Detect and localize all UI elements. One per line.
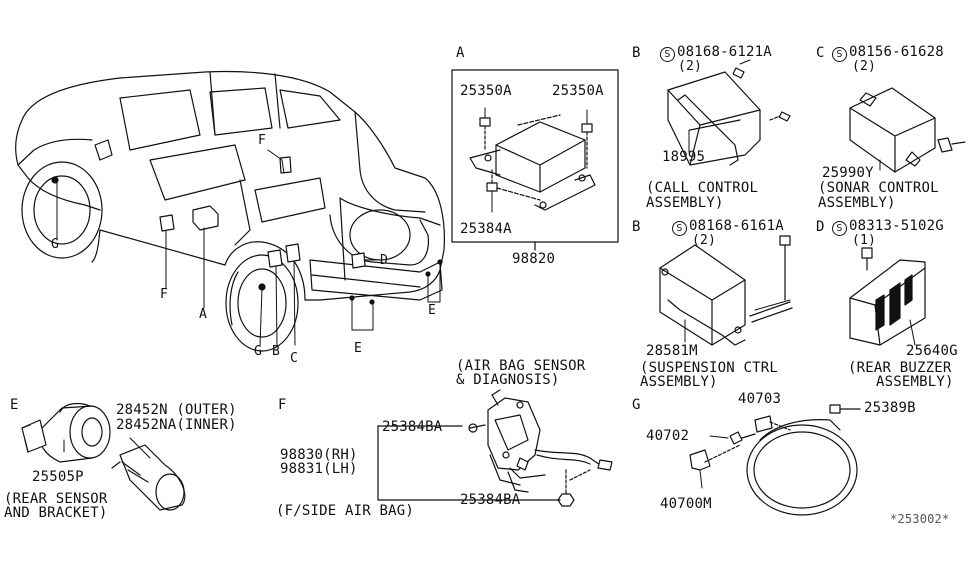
part-98831-lh: 98831(LH) — [280, 461, 358, 477]
rear-bumper — [309, 259, 443, 301]
front-wheel — [21, 161, 103, 259]
side-airbag-caption: (F/SIDE AIR BAG) — [276, 503, 415, 519]
section-a-art — [451, 69, 619, 251]
screw-qty: (2) — [678, 59, 703, 74]
section-g-letter: G — [632, 397, 641, 413]
vehicle-illustration — [15, 70, 445, 352]
part-25990y: 25990Y — [822, 165, 874, 181]
part-28452n: 28452N (OUTER) — [116, 402, 237, 418]
part-25350a-right: 25350A — [552, 83, 604, 99]
screw-symbol: S — [832, 47, 847, 62]
section-a-letter: A — [456, 45, 465, 61]
part-25350a-left: 25350A — [460, 83, 512, 99]
part-40702: 40702 — [646, 428, 690, 444]
callout-e-bottom: E — [354, 341, 363, 356]
front-window — [119, 89, 201, 151]
screw-qty: (2) — [852, 59, 877, 74]
part-25384a: 25384A — [460, 221, 512, 237]
call-control-name-1: (CALL CONTROL — [646, 180, 759, 196]
part-25640g: 25640G — [906, 343, 958, 359]
callout-g-front: G — [51, 237, 60, 252]
section-b1-art — [667, 59, 791, 166]
screw-qty: (1) — [852, 233, 877, 248]
rear-sensor-name-1: (REAR SENSOR — [4, 491, 108, 507]
section-f-letter: F — [278, 397, 287, 413]
section-g-art — [689, 404, 861, 516]
callout-g-rear: G — [254, 344, 263, 359]
part-28452na: 28452NA(INNER) — [116, 417, 237, 433]
part-25505p: 25505P — [32, 469, 84, 485]
screw-part-number: 08313-5102G — [849, 218, 944, 234]
section-b2-art — [659, 235, 793, 346]
part-25384ba-top: 25384BA — [382, 419, 443, 435]
screw-symbol: S — [672, 221, 687, 236]
sonar-control-name-1: (SONAR CONTROL — [818, 180, 939, 196]
screw-part-number: 08156-61628 — [849, 44, 944, 60]
suspension-name-2: ASSEMBLY) — [640, 374, 718, 390]
section-c-art — [849, 87, 966, 173]
screw-symbol: S — [660, 47, 675, 62]
section-e-letter: E — [10, 397, 19, 413]
callout-d: D — [380, 253, 389, 268]
airbag-sensor-heading-1: (AIR BAG SENSOR — [456, 358, 586, 374]
part-25384ba-bottom: 25384BA — [460, 492, 521, 508]
section-c-letter: C — [816, 45, 825, 61]
callout-b: B — [272, 344, 281, 359]
screw-part-number: 08168-6121A — [677, 44, 772, 60]
part-98820: 98820 — [512, 251, 556, 267]
section-e-art — [21, 402, 186, 511]
screw-symbol: S — [832, 221, 847, 236]
diagram-code: *253002* — [890, 512, 950, 526]
callout-f-lower: F — [160, 287, 169, 302]
section-d-letter: D — [816, 219, 825, 235]
screw-part-number: 08168-6161A — [689, 218, 784, 234]
sonar-control-name-2: ASSEMBLY) — [818, 195, 896, 211]
part-25389b: 25389B — [864, 400, 916, 416]
callout-c: C — [290, 351, 299, 366]
part-98830-rh: 98830(RH) — [280, 447, 358, 463]
rear-sensor-name-2: AND BRACKET) — [4, 505, 108, 521]
screw-qty: (2) — [692, 233, 717, 248]
section-f-art — [377, 389, 613, 507]
part-40703: 40703 — [738, 391, 782, 407]
part-28581m: 28581M — [646, 343, 698, 359]
rear-wheel — [225, 254, 299, 352]
part-18995: 18995 — [662, 149, 706, 165]
section-d-art — [849, 247, 926, 346]
rear-buzzer-name-2: ASSEMBLY) — [876, 374, 954, 390]
airbag-sensor-heading-2: & DIAGNOSIS) — [456, 372, 560, 388]
call-control-name-2: ASSEMBLY) — [646, 195, 724, 211]
rear-buzzer-name-1: (REAR BUZZER — [848, 360, 952, 376]
section-b1-letter: B — [632, 45, 641, 61]
part-40700m: 40700M — [660, 496, 712, 512]
callout-a: A — [199, 307, 208, 322]
suspension-name-1: (SUSPENSION CTRL — [640, 360, 779, 376]
section-b2-letter: B — [632, 219, 641, 235]
callout-e-right: E — [428, 303, 437, 318]
callout-f-upper: F — [258, 133, 267, 148]
